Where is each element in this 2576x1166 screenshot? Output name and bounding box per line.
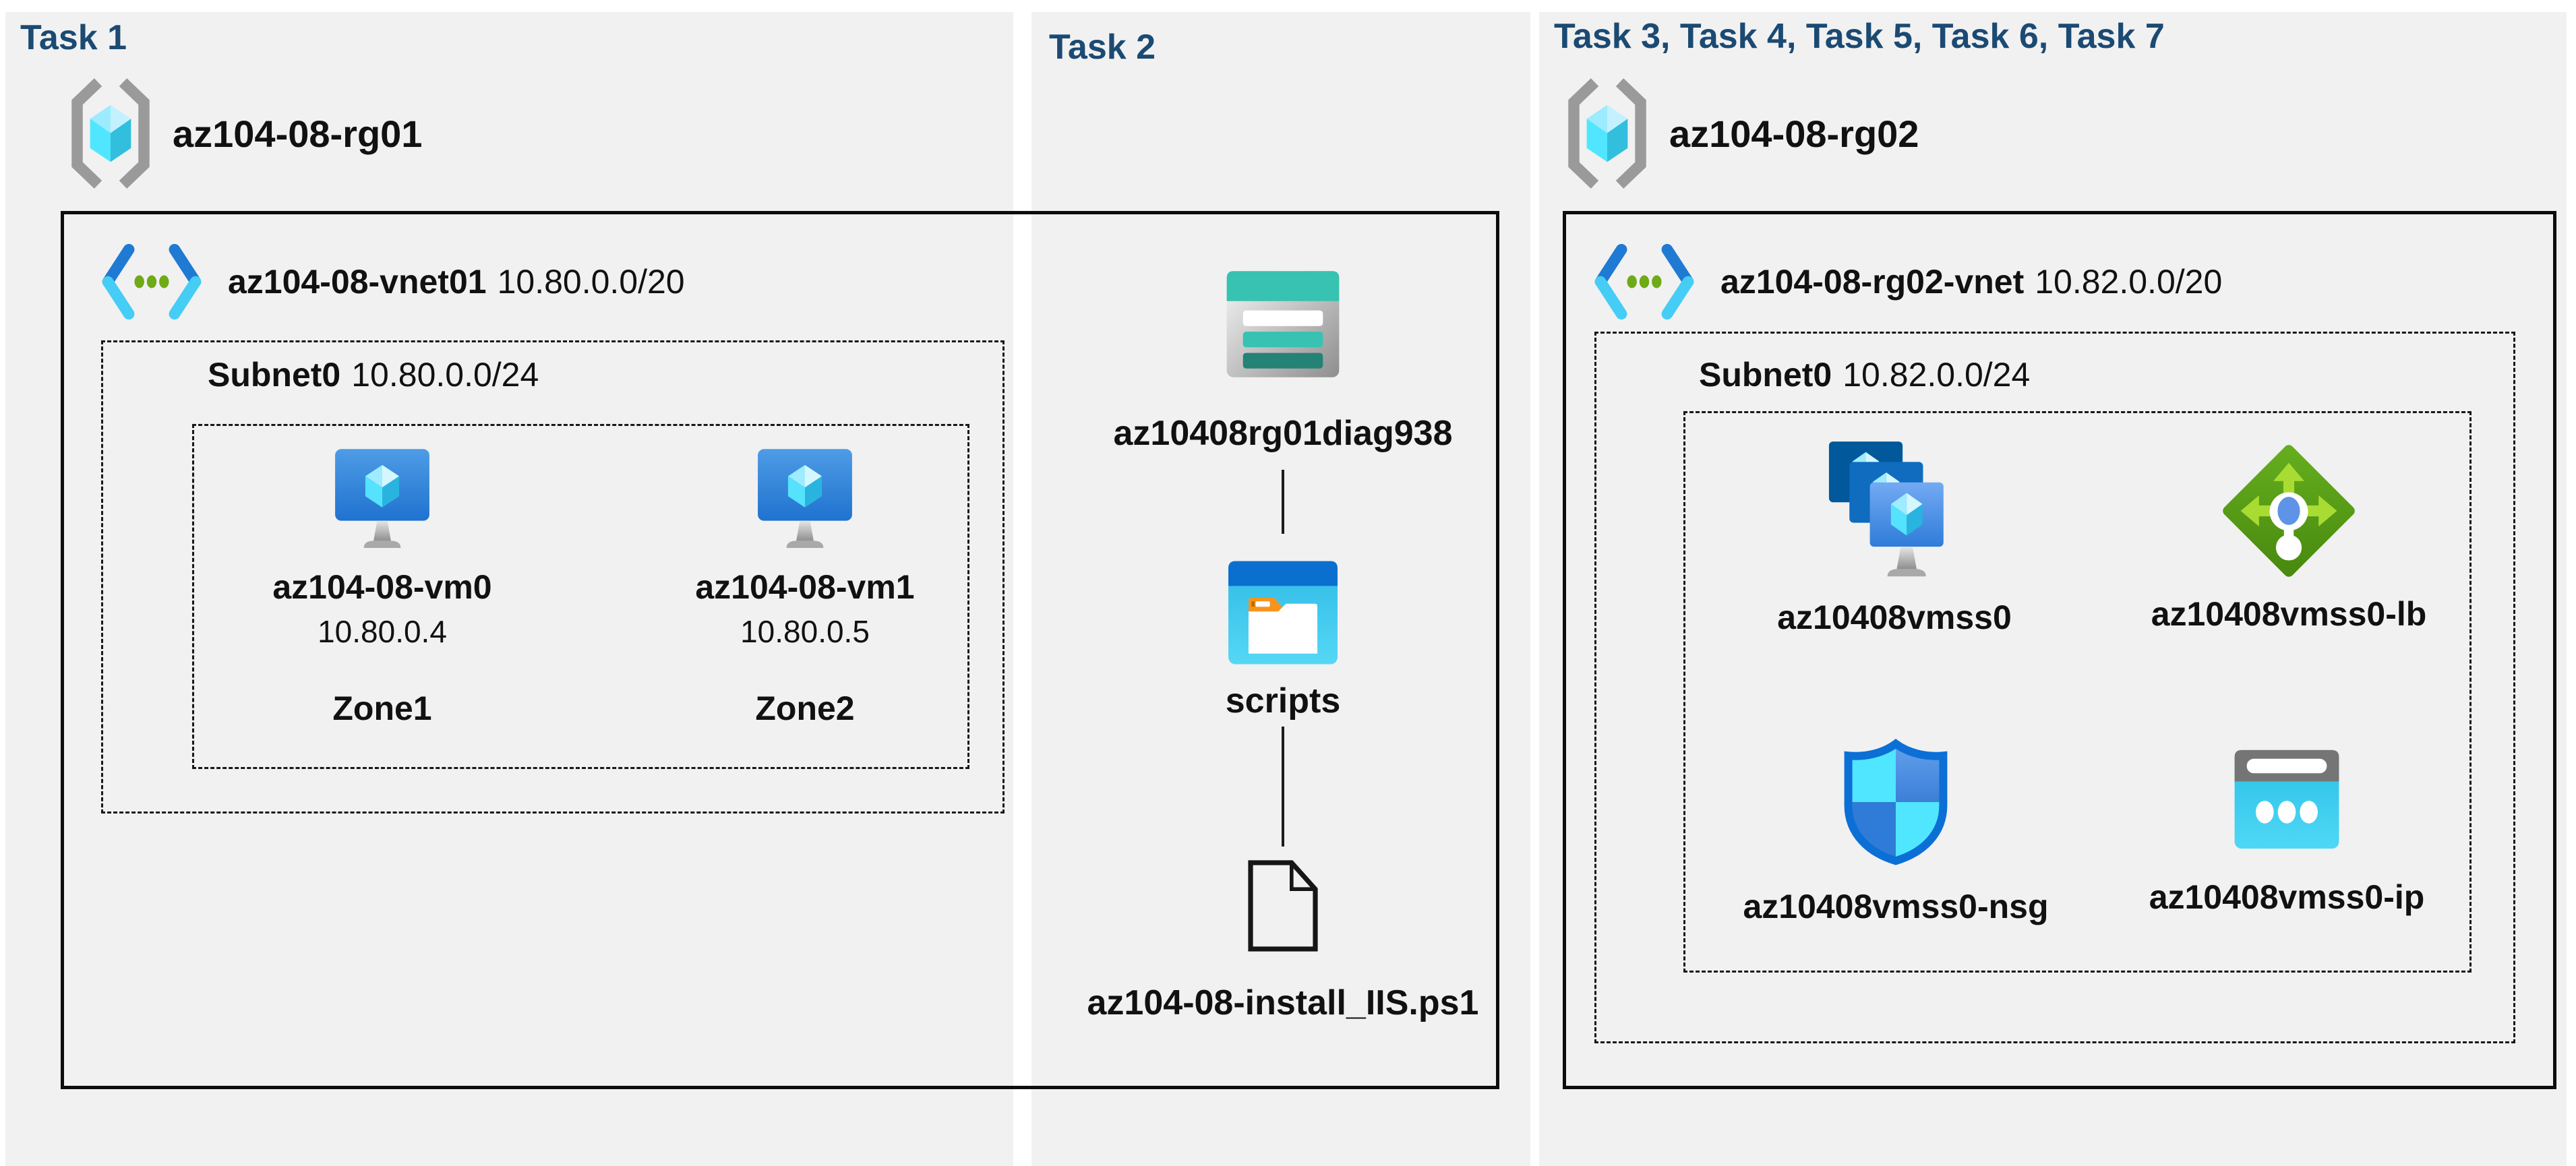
vnet-1-cidr: 10.80.0.0/20 [497,263,685,301]
storage-account-label: az10408rg01diag938 [1113,414,1453,453]
virtual-network-icon [102,244,202,319]
vm-scale-set-icon [1828,441,1944,577]
vmss-group-box [1683,411,2472,973]
vm1-node: az104-08-vm1 10.80.0.5 Zone2 [616,445,994,728]
resource-group-1-label: az104-08-rg01 [173,112,423,155]
connector-scripts-file [1282,727,1284,847]
file-label: az104-08-install_IIS.ps1 [1087,983,1479,1022]
vnet02-boundary-box [1563,211,2556,1089]
subnet0-rg02-label: Subnet0 10.82.0.0/24 [1699,355,2030,394]
resource-group-icon [1568,78,1646,189]
vm0-label: az104-08-vm0 [272,568,492,606]
nsg-node: az10408vmss0-nsg [1707,736,2085,926]
nsg-label: az10408vmss0-nsg [1743,888,2049,925]
vm0-zone: Zone1 [332,689,432,727]
panel-task3 [1539,12,2567,1166]
connector-storage-scripts [1282,470,1284,534]
vnet-2: az104-08-rg02-vnet 10.82.0.0/20 [1594,244,2222,319]
task3-title: Task 3, Task 4, Task 5, Task 6, Task 7 [1554,17,2165,56]
storage-account-icon [1226,271,1340,377]
subnet0-rg02-name: Subnet0 [1699,356,1832,394]
public-ip-icon [2234,749,2339,849]
subnet0-rg01-name: Subnet0 [208,356,341,394]
resource-group-2-label: az104-08-rg02 [1669,112,1919,155]
vnet-2-name: az104-08-rg02-vnet [1720,263,2025,301]
virtual-network-icon [1594,244,1694,319]
subnet0-rg01-label: Subnet0 10.80.0.0/24 [208,355,539,394]
load-balancer-node: az10408vmss0-lb [2100,437,2478,634]
vm0-node: az104-08-vm0 10.80.0.4 Zone1 [193,445,571,728]
vnet-2-label: az104-08-rg02-vnet 10.82.0.0/20 [1720,262,2222,301]
task1-title: Task 1 [20,18,127,57]
load-balancer-icon [2223,445,2355,577]
vnet-1-label: az104-08-vnet01 10.80.0.0/20 [228,262,685,301]
task2-title: Task 2 [1049,28,1156,67]
vm1-ip: 10.80.0.5 [740,614,870,649]
public-ip-node: az10408vmss0-ip [2098,744,2476,917]
network-security-group-icon [1844,739,1948,865]
virtual-machine-icon [758,449,852,548]
vnet-2-cidr: 10.82.0.0/20 [2035,263,2223,301]
resource-group-2: az104-08-rg02 [1563,73,1919,194]
public-ip-label: az10408vmss0-ip [2149,878,2425,916]
panel-task1 [5,12,1013,1166]
vnet-1-name: az104-08-vnet01 [228,263,487,301]
subnet0-rg02-cidr: 10.82.0.0/24 [1843,356,2031,394]
virtual-machine-icon [335,449,429,548]
load-balancer-label: az10408vmss0-lb [2151,595,2427,633]
subnet0-rg02-box [1594,332,2515,1043]
vmss-label: az10408vmss0 [1777,599,2012,636]
vm1-label: az104-08-vm1 [695,568,915,606]
vmss-node: az10408vmss0 [1706,437,2083,637]
vm0-ip: 10.80.0.4 [318,614,447,649]
folder-label: scripts [1225,681,1341,720]
file-icon [1248,860,1318,952]
vm1-zone: Zone2 [755,689,855,727]
subnet0-rg01-box [101,340,1005,814]
resource-group-1: az104-08-rg01 [66,73,422,194]
vnet-1: az104-08-vnet01 10.80.0.0/20 [101,244,685,319]
resource-group-icon [71,78,150,189]
subnet0-rg01-cidr: 10.80.0.0/24 [351,356,539,394]
vnet01-boundary-box [61,211,1499,1089]
vm-zone-group-box [192,424,969,769]
folder-icon [1228,561,1338,665]
